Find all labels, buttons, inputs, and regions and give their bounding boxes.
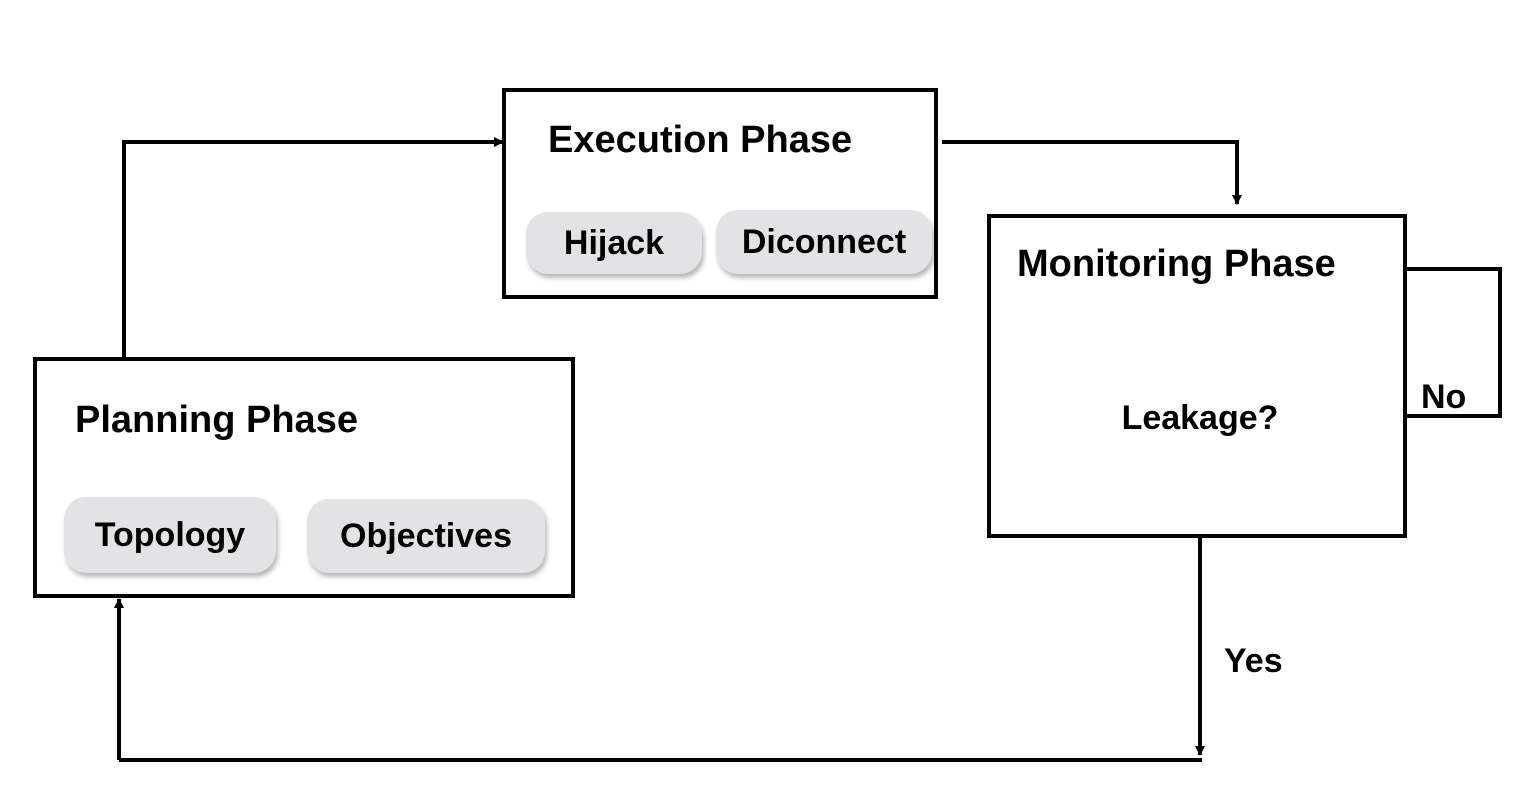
arrow-no-loop <box>1338 264 1502 418</box>
leakage-decision-label: Leakage? <box>1121 399 1279 437</box>
execution-phase-box: Execution Phase Hijack Diconnect <box>502 88 938 299</box>
edge-label-yes: Yes <box>1224 642 1283 680</box>
monitoring-phase-title: Monitoring Phase <box>1017 243 1336 285</box>
edge-label-no: No <box>1421 378 1467 416</box>
planning-phase-box: Planning Phase Topology Objectives <box>33 357 575 598</box>
arrow-planning-to-execution <box>122 137 504 358</box>
arrow-execution-to-monitoring <box>942 140 1242 205</box>
planning-phase-title: Planning Phase <box>75 399 358 441</box>
hijack-pill: Hijack <box>526 212 702 274</box>
execution-phase-title: Execution Phase <box>548 119 853 161</box>
objectives-pill: Objectives <box>307 499 545 573</box>
disconnect-pill: Diconnect <box>716 210 932 274</box>
topology-pill: Topology <box>64 497 276 573</box>
monitoring-phase-box: Monitoring Phase <box>987 214 1407 538</box>
